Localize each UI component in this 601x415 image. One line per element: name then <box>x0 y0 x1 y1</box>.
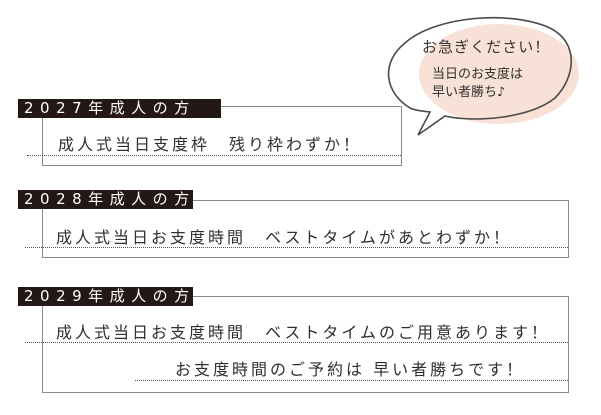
section-2027-text: 成人式当日支度枠 残り枠わずか！ <box>58 135 363 154</box>
section-2029-label: 2029年成人の方 <box>18 287 193 306</box>
section-2028-text: 成人式当日お支度時間 ベストタイムがあとわずか！ <box>56 228 513 247</box>
section-2029-text-2: お支度時間のご予約は 早い者勝ちです！ <box>175 360 526 379</box>
dotted-underline <box>27 155 401 156</box>
section-2028-box <box>42 200 569 258</box>
section-2029-box <box>42 296 569 393</box>
bubble-headline: お急ぎください！ <box>422 38 551 56</box>
dotted-underline <box>25 342 568 343</box>
section-2027-label: 2027年成人の方 <box>18 99 221 118</box>
dotted-underline <box>25 247 568 248</box>
dotted-underline <box>135 380 568 381</box>
speech-bubble: お急ぎください！ 当日のお支度は 早い者勝ち♪ <box>380 8 580 143</box>
bubble-line-2: 当日のお支度は <box>432 67 524 82</box>
section-2028-label: 2028年成人の方 <box>18 190 193 209</box>
speech-bubble-shape <box>387 16 579 136</box>
bubble-line-3: 早い者勝ち♪ <box>432 85 506 100</box>
section-2029-text-1: 成人式当日お支度時間 ベストタイムのご用意あります！ <box>56 323 551 342</box>
